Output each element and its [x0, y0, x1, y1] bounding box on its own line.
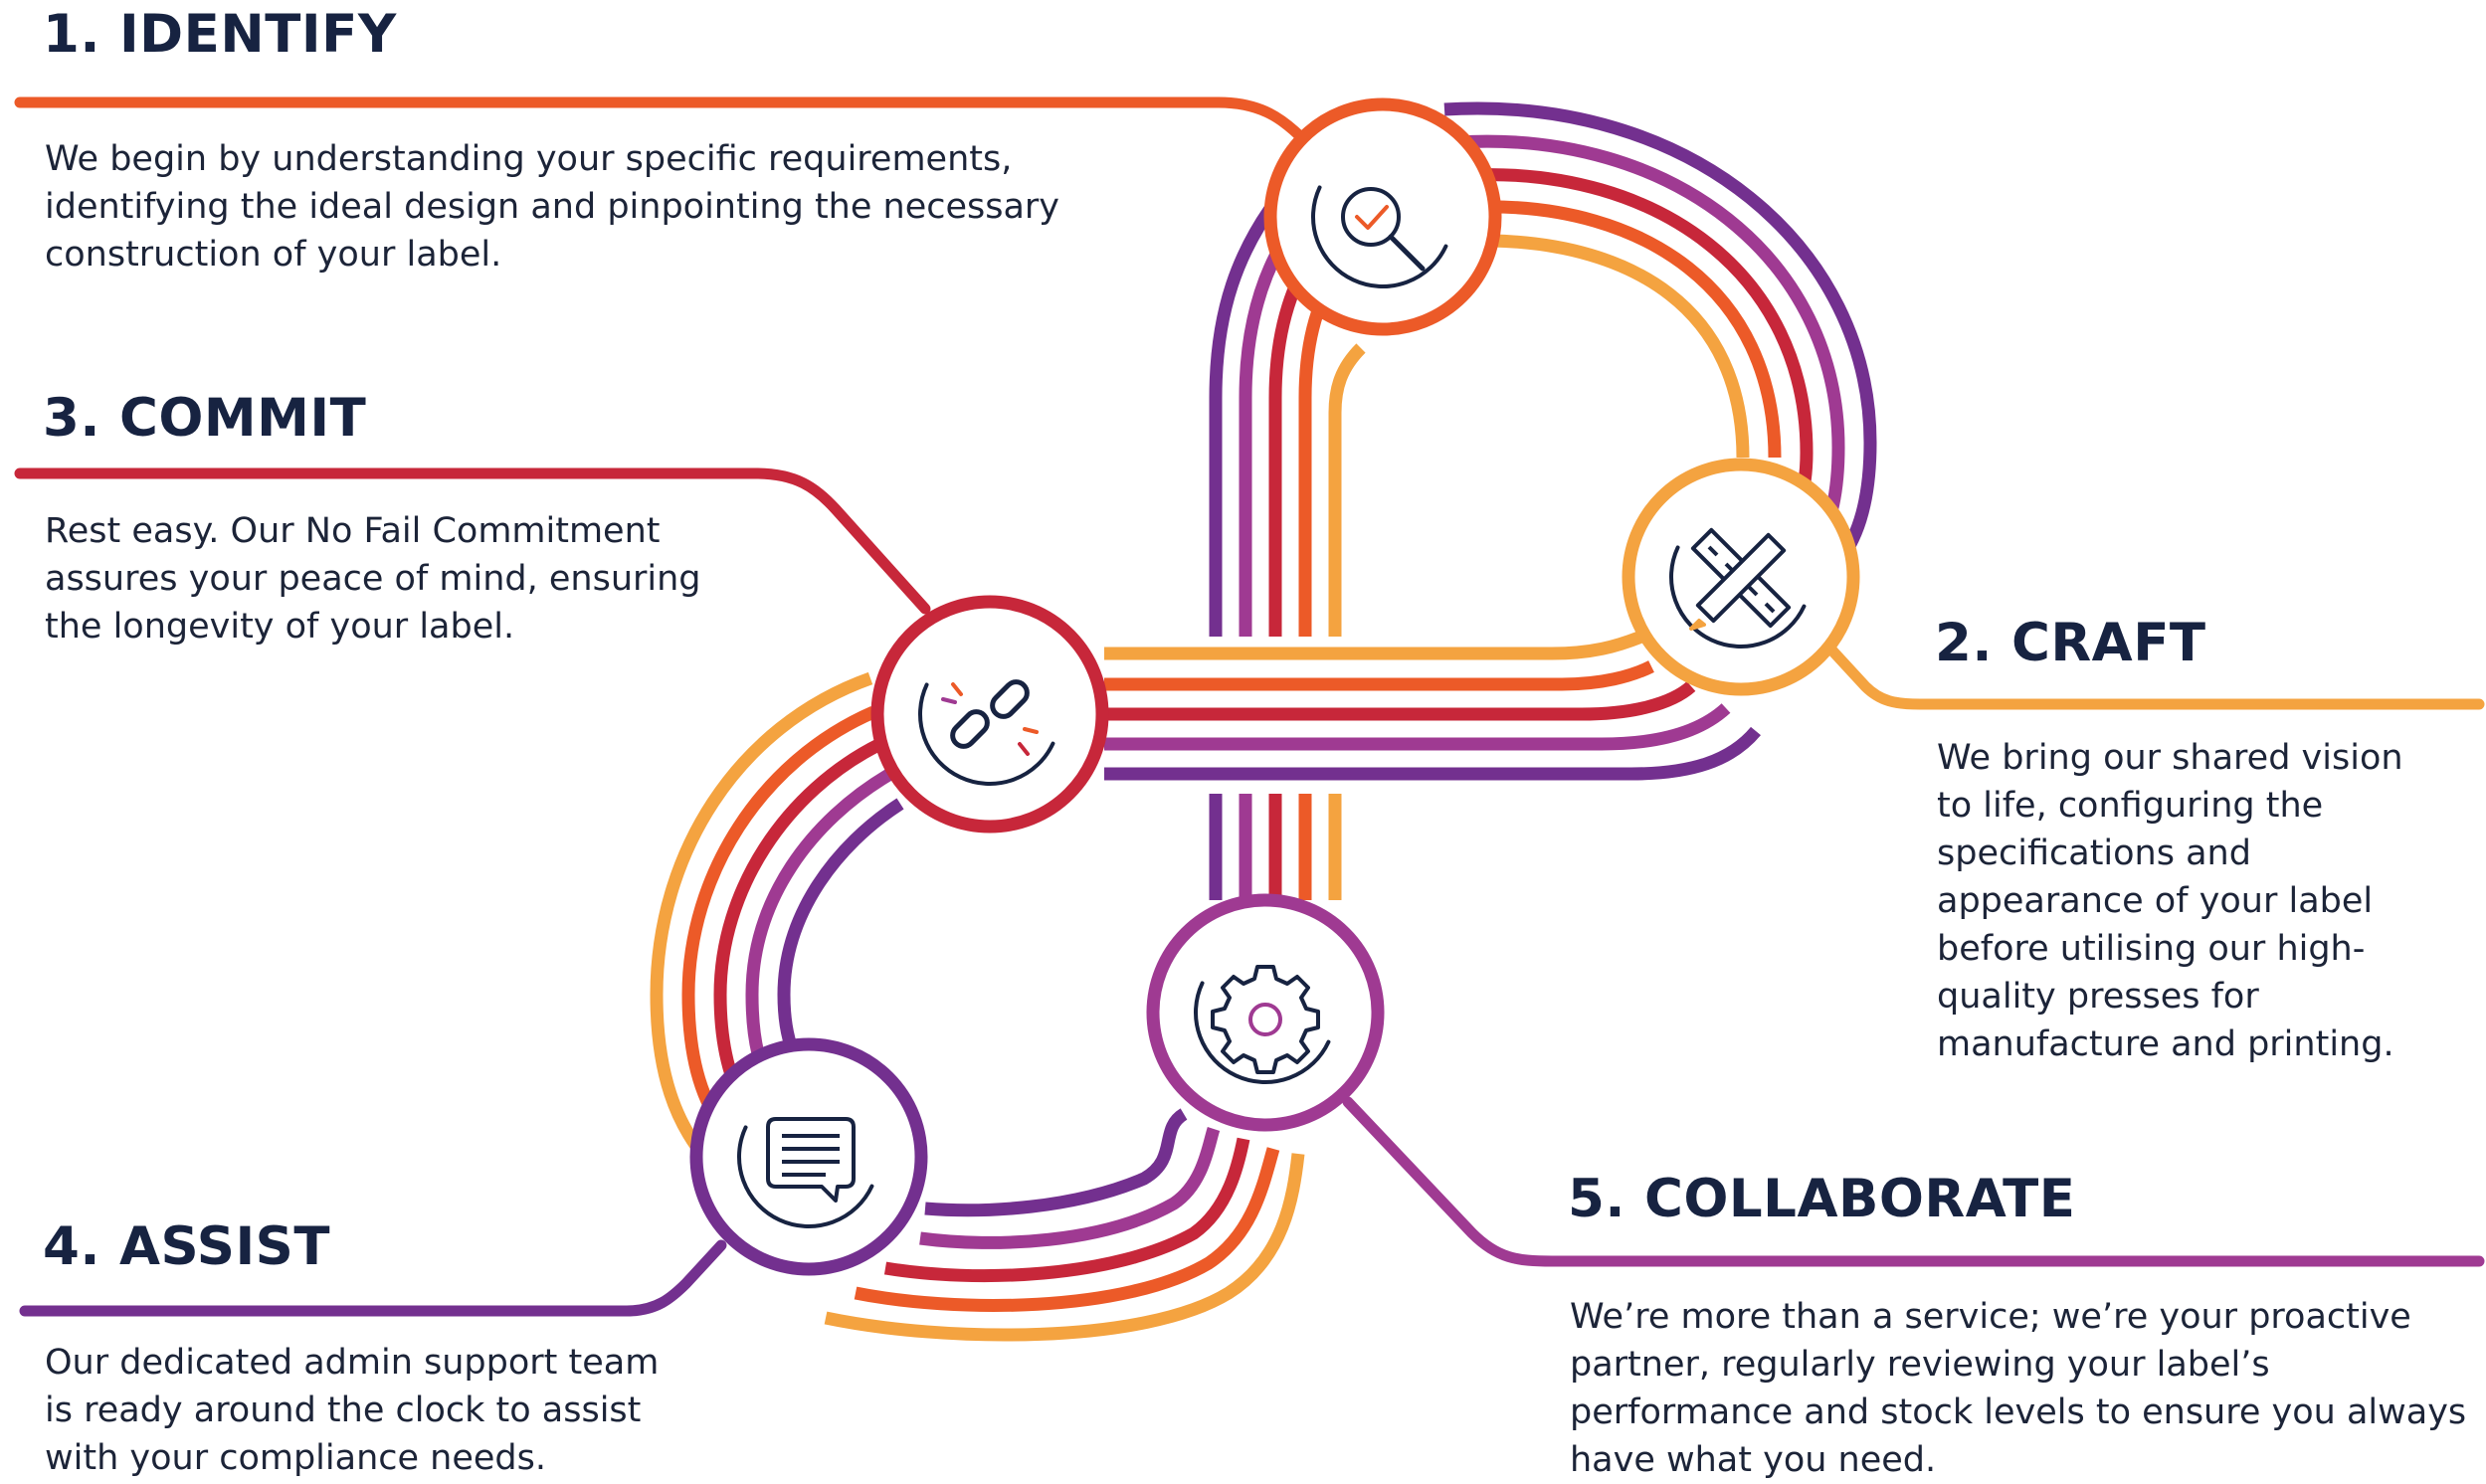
commit-text-line: Rest easy. Our No Fail Commitment	[45, 511, 661, 551]
craft-text-line: to life, configuring the	[1937, 786, 2324, 826]
upper-loop-track	[1443, 101, 1877, 572]
craft-text-line: manufacture and printing.	[1937, 1024, 2394, 1064]
identify-text-line: We begin by understanding your specific …	[45, 139, 1013, 179]
identify-leader-line	[14, 96, 1309, 145]
collaborate-text-line: performance and stock levels to ensure y…	[1570, 1392, 2467, 1432]
craft-node	[1622, 458, 1860, 696]
bottom-arc-track	[824, 1108, 1305, 1342]
collaborate-text-line: have what you need.	[1570, 1440, 1937, 1480]
identify-title: 1. IDENTIFY	[43, 4, 397, 65]
chat-bubble-icon	[766, 1117, 856, 1203]
craft-text-line: specifications and	[1937, 834, 2251, 873]
ruler-pencil-icon	[1689, 527, 1792, 631]
identify-text-line: identifying the ideal design and pinpoin…	[45, 187, 1060, 227]
commit-node	[870, 595, 1109, 834]
collaborate-node	[1146, 893, 1385, 1132]
assist-leader-line	[19, 1239, 727, 1317]
assist-description: Our dedicated admin support team is read…	[45, 1339, 659, 1482]
assist-text-line: Our dedicated admin support team	[45, 1343, 660, 1383]
identify-text-line: construction of your label.	[45, 235, 502, 275]
craft-leader-line	[1824, 643, 2485, 710]
collaborate-title: 5. COLLABORATE	[1568, 1169, 2076, 1229]
assist-text-line: with your compliance needs.	[45, 1438, 546, 1478]
craft-text-line: appearance of your label	[1937, 881, 2374, 921]
assist-title: 4. ASSIST	[43, 1216, 330, 1277]
craft-text-line: before utilising our high-	[1937, 929, 2366, 969]
assist-text-line: is ready around the clock to assist	[45, 1391, 642, 1430]
identify-node	[1263, 97, 1502, 336]
chain-link-icon	[941, 679, 1039, 756]
commit-title: 3. COMMIT	[43, 388, 367, 449]
magnifier-check-icon	[1341, 187, 1426, 272]
craft-text-line: We bring our shared vision	[1937, 738, 2403, 778]
craft-description: We bring our shared vision to life, conf…	[1937, 734, 2403, 1068]
assist-node	[689, 1037, 928, 1276]
collaborate-leader-line	[1342, 1096, 2485, 1267]
leader-lines	[14, 96, 2485, 1317]
commit-description: Rest easy. Our No Fail Commitment assure…	[45, 507, 701, 650]
gear-icon	[1211, 965, 1320, 1074]
commit-text-line: assures your peace of mind, ensuring	[45, 559, 701, 599]
commit-text-line: the longevity of your label.	[45, 607, 515, 647]
collaborate-text-line: partner, regularly reviewing your label’…	[1570, 1345, 2270, 1385]
horizontal-track	[1104, 630, 1761, 781]
identify-description: We begin by understanding your specific …	[45, 135, 1059, 278]
collaborate-ascent-track	[1209, 794, 1342, 900]
commit-leader-line	[14, 467, 931, 615]
craft-text-line: quality presses for	[1937, 977, 2259, 1017]
collaborate-description: We’re more than a service; we’re your pr…	[1570, 1293, 2466, 1484]
craft-title: 2. CRAFT	[1935, 613, 2206, 673]
collaborate-text-line: We’re more than a service; we’re your pr…	[1570, 1297, 2411, 1337]
